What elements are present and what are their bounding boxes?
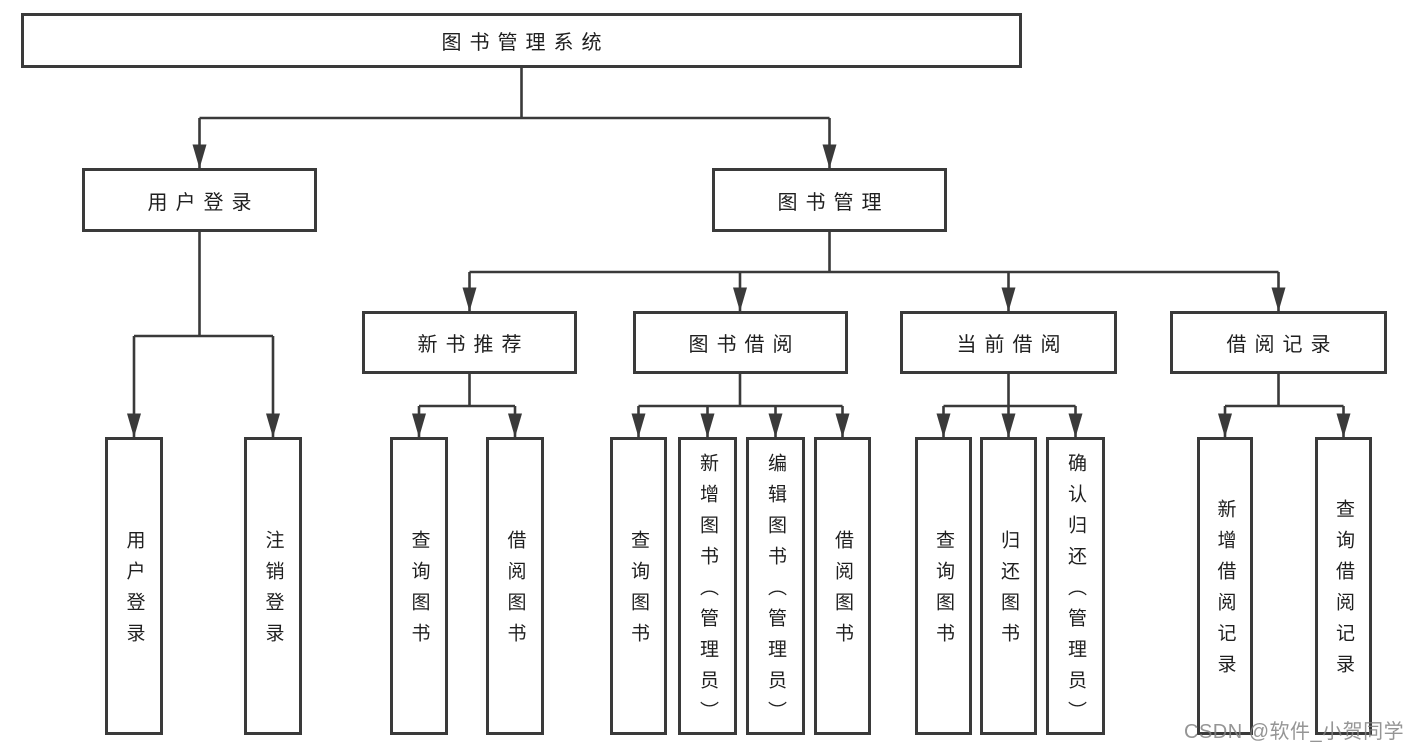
leaf-return-books: 归还图书 bbox=[980, 437, 1037, 735]
leaf-return-books-label: 归还图书 bbox=[998, 530, 1019, 654]
node-new-book-recommendation: 新书推荐 bbox=[362, 311, 577, 374]
leaf-user-login-label: 用户登录 bbox=[123, 530, 145, 654]
node-library-management-system-label: 图书管理系统 bbox=[441, 32, 610, 54]
connector-user-login-to-leaves bbox=[127, 232, 280, 438]
leaf-confirm-return-admin: 确认归还（管理员） bbox=[1046, 437, 1105, 735]
leaf-add-borrow-record-label: 新增借阅记录 bbox=[1214, 499, 1236, 685]
leaf-edit-books-admin-label: 编辑图书（管理员） bbox=[765, 452, 786, 732]
connector-new-book-recommendation-to-leaves bbox=[412, 374, 522, 438]
node-book-borrowing: 图书借阅 bbox=[633, 311, 848, 374]
leaf-logout: 注销登录 bbox=[244, 437, 302, 735]
leaf-edit-books-admin: 编辑图书（管理员） bbox=[746, 437, 805, 735]
leaf-add-books-admin: 新增图书（管理员） bbox=[678, 437, 737, 735]
leaf-query-books-recommend-label: 查询图书 bbox=[408, 530, 430, 654]
connector-borrowing-records-to-leaves bbox=[1218, 374, 1351, 438]
node-user-login: 用户登录 bbox=[82, 168, 317, 232]
leaf-confirm-return-admin-label: 确认归还（管理员） bbox=[1065, 452, 1086, 732]
node-book-management: 图书管理 bbox=[712, 168, 947, 232]
node-borrowing-records-label: 借阅记录 bbox=[1226, 334, 1339, 356]
leaf-query-borrow-record: 查询借阅记录 bbox=[1315, 437, 1372, 735]
node-book-management-label: 图书管理 bbox=[777, 191, 890, 214]
node-user-login-label: 用户登录 bbox=[147, 191, 260, 214]
leaf-query-books-current: 查询图书 bbox=[915, 437, 972, 735]
leaf-query-books-borrowing: 查询图书 bbox=[610, 437, 667, 735]
connector-root-to-branches bbox=[192, 68, 837, 169]
connector-current-borrowing-to-leaves bbox=[936, 374, 1083, 438]
node-book-borrowing-label: 图书借阅 bbox=[688, 334, 801, 356]
node-library-management-system: 图书管理系统 bbox=[21, 13, 1022, 68]
connector-book-borrowing-to-leaves bbox=[631, 374, 850, 438]
leaf-query-books-recommend: 查询图书 bbox=[390, 437, 448, 735]
leaf-logout-label: 注销登录 bbox=[262, 530, 284, 654]
leaf-borrow-books-borrowing-label: 借阅图书 bbox=[832, 530, 853, 654]
node-current-borrowing: 当前借阅 bbox=[900, 311, 1117, 374]
leaf-add-borrow-record: 新增借阅记录 bbox=[1197, 437, 1253, 735]
leaf-query-books-borrowing-label: 查询图书 bbox=[628, 530, 649, 654]
connector-book-management-to-sections bbox=[462, 232, 1286, 312]
leaf-query-books-current-label: 查询图书 bbox=[933, 530, 954, 654]
leaf-borrow-books-recommend-label: 借阅图书 bbox=[504, 530, 526, 654]
leaf-borrow-books-recommend: 借阅图书 bbox=[486, 437, 544, 735]
node-borrowing-records: 借阅记录 bbox=[1170, 311, 1387, 374]
leaf-query-borrow-record-label: 查询借阅记录 bbox=[1333, 499, 1354, 685]
leaf-user-login: 用户登录 bbox=[105, 437, 163, 735]
watermark-text: CSDN @软件_小贺同学 bbox=[1184, 721, 1405, 743]
leaf-add-books-admin-label: 新增图书（管理员） bbox=[697, 452, 718, 732]
leaf-borrow-books-borrowing: 借阅图书 bbox=[814, 437, 871, 735]
node-current-borrowing-label: 当前借阅 bbox=[956, 334, 1069, 356]
node-new-book-recommendation-label: 新书推荐 bbox=[417, 334, 530, 356]
